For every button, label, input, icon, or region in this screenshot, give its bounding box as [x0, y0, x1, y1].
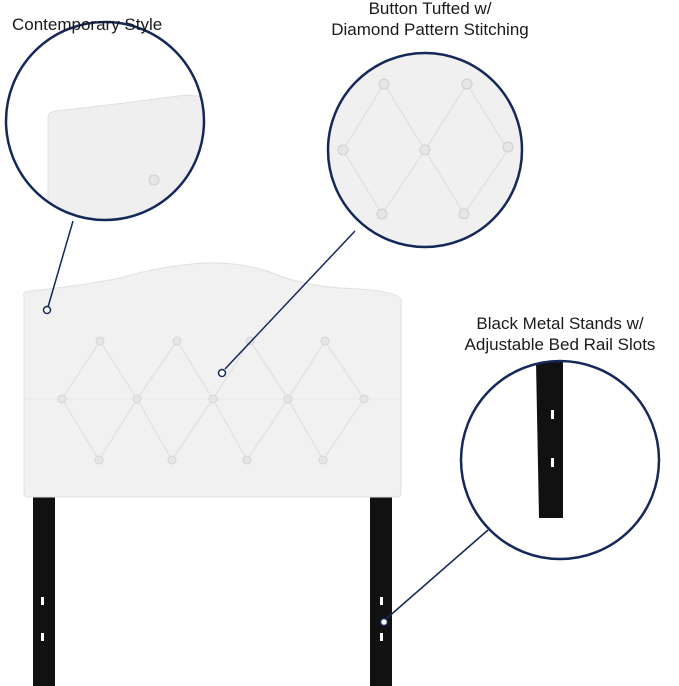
tufting-button: [242, 455, 252, 465]
metal-stands-circle: [459, 359, 661, 561]
label-line: Diamond Pattern Stitching: [331, 20, 529, 39]
label-line: Black Metal Stands w/: [476, 314, 644, 333]
tufting-button: [94, 455, 104, 465]
contemporary-style-label: Contemporary Style: [12, 14, 162, 35]
label-line: Adjustable Bed Rail Slots: [464, 335, 656, 354]
tufting-button: [57, 394, 67, 404]
label-line: Button Tufted w/: [368, 0, 492, 18]
headboard: [23, 262, 402, 498]
contemporary-style-circle: [4, 20, 206, 222]
left-stand: [33, 490, 55, 686]
tufting-button: [245, 336, 255, 346]
tufting-button: [95, 336, 105, 346]
tufting-button: [283, 394, 293, 404]
right-stand: [370, 490, 392, 686]
tufting-button: [320, 336, 330, 346]
tufting-button: [172, 336, 182, 346]
tufting-button: [132, 394, 142, 404]
tufting-button: [167, 455, 177, 465]
leader-lines: [42, 220, 489, 627]
tufting-button: [359, 394, 369, 404]
tufting-buttons: [57, 336, 369, 465]
button-tufted-circle: [326, 51, 524, 249]
label-line: Contemporary Style: [12, 15, 163, 34]
tufting-button: [208, 394, 218, 404]
metal-stands-label: Black Metal Stands w/ Adjustable Bed Rai…: [440, 313, 679, 355]
tufting-button: [318, 455, 328, 465]
button-tufted-label: Button Tufted w/ Diamond Pattern Stitchi…: [300, 0, 560, 40]
rail-slots: [41, 597, 383, 641]
